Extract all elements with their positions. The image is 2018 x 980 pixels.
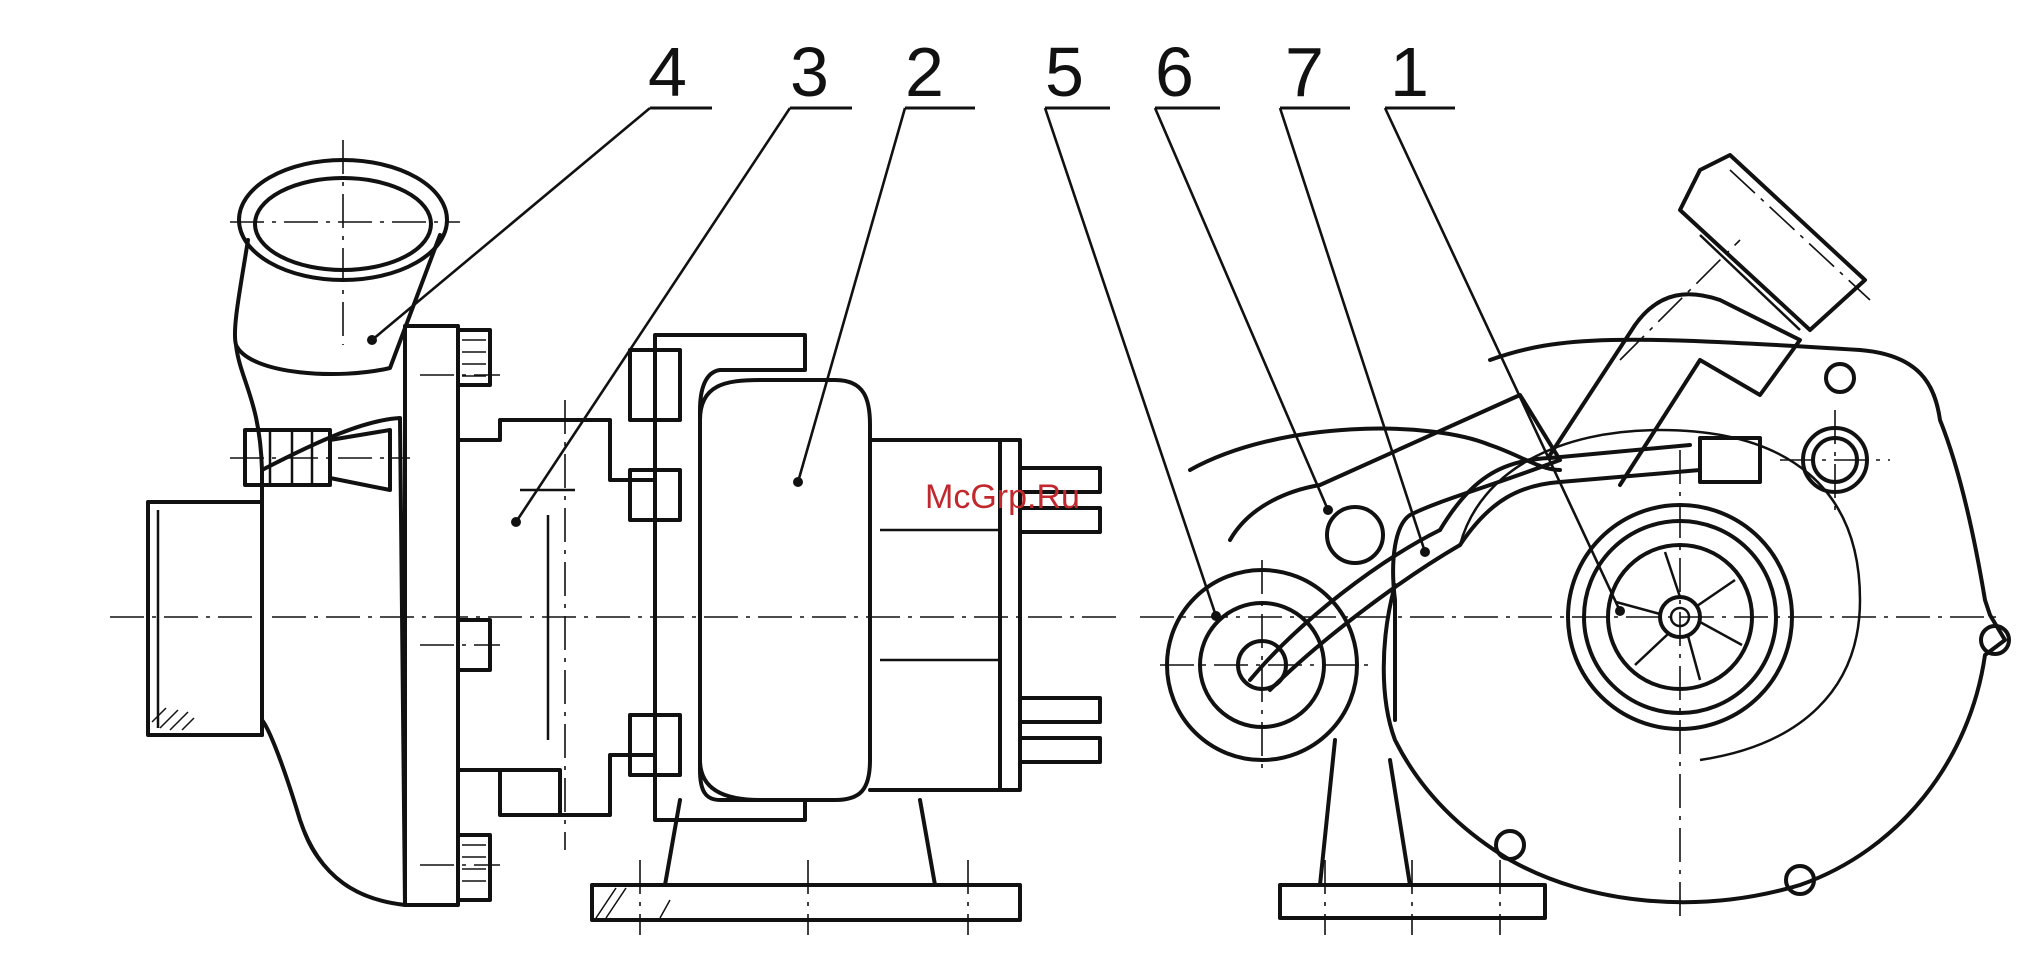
hose-fitting <box>230 430 410 490</box>
callout-1: 1 <box>1390 33 1429 111</box>
mounting-bracket <box>1230 395 1560 720</box>
bearing-housing <box>458 400 655 850</box>
callout-3: 3 <box>790 33 829 111</box>
callout-2: 2 <box>905 33 944 111</box>
watermark: McGrp.Ru <box>925 478 1080 516</box>
callout-leaders <box>372 108 1620 616</box>
callout-5: 5 <box>1045 33 1084 111</box>
oil-drain-pipe <box>1190 410 1890 690</box>
end-view <box>1140 155 2009 935</box>
callout-4: 4 <box>648 33 687 111</box>
compressor-inlet-elbow <box>230 140 460 470</box>
turbine-inlet-boss <box>1160 560 1370 775</box>
compressor-scroll <box>1384 340 2009 902</box>
side-view <box>110 140 1120 935</box>
compressor-wheel <box>1568 450 1792 920</box>
callout-6: 6 <box>1155 33 1194 111</box>
mounting-flange <box>405 326 500 905</box>
turbine-housing <box>630 335 1020 820</box>
outlet-pipe <box>148 502 262 735</box>
callout-7: 7 <box>1285 33 1324 111</box>
compressor-volute <box>262 418 405 905</box>
